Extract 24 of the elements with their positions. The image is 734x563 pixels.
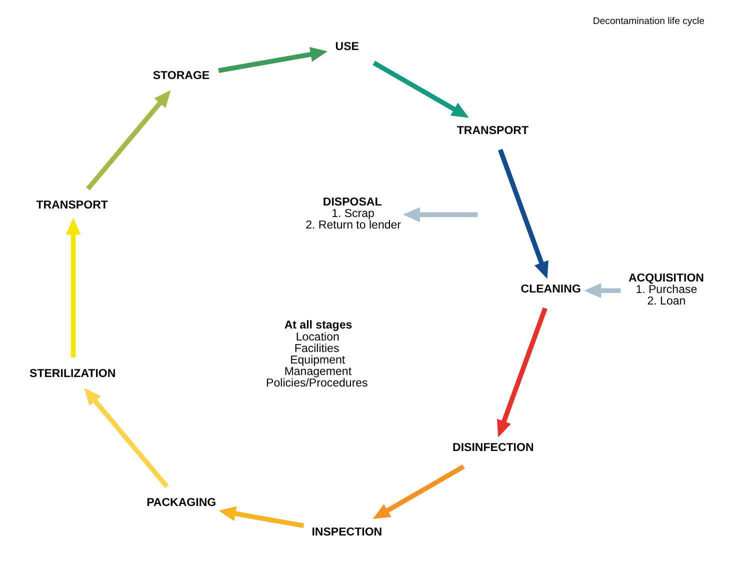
node-text: USE [335, 40, 359, 53]
caption: Decontamination life cycle [592, 16, 705, 27]
arrow [496, 307, 548, 438]
node-text: DISPOSAL 1. Scrap 2. Return to lender [306, 196, 402, 232]
arrow [584, 283, 621, 298]
arrow [218, 47, 328, 73]
arrow [372, 464, 465, 519]
node-text: INSPECTION [312, 526, 382, 538]
node-text: DISINFECTION [452, 442, 534, 454]
node-text: ACQUISITION 1. Purchase 2. Loan [628, 272, 704, 308]
node-text: PACKAGING [146, 497, 216, 510]
node-text: TRANSPORT [456, 125, 529, 138]
arrow [84, 388, 169, 488]
arrow [402, 207, 478, 222]
arrow [66, 218, 81, 358]
arrow [86, 90, 171, 190]
node-text: CLEANING [520, 284, 581, 296]
arrow [498, 148, 548, 279]
node-text: TRANSPORT [36, 199, 108, 212]
node-text: At all stages Location Facilities Equipment Management Policies/Procedures [266, 320, 368, 390]
arrow [218, 506, 304, 528]
node-text: STORAGE [152, 70, 210, 82]
node-text: STERILIZATION [30, 368, 116, 380]
arrow [372, 60, 469, 118]
